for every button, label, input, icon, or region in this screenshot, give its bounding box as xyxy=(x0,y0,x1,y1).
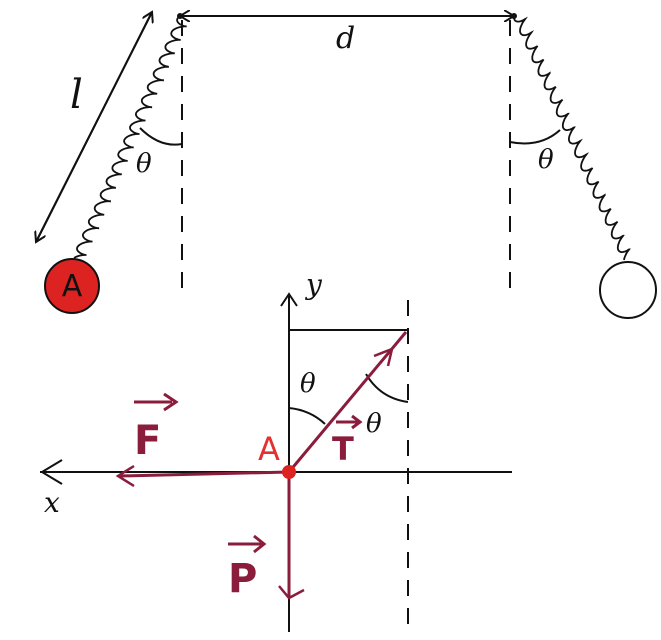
x-axis-arrowhead xyxy=(40,459,63,485)
theta-label-diagram-1: θ xyxy=(300,369,316,399)
y-axis-label: y xyxy=(304,268,323,301)
left-theta-label: θ xyxy=(136,149,152,179)
rightSpring-coil xyxy=(512,15,631,261)
tension-label-group: T xyxy=(332,414,363,468)
tension-arrowhead xyxy=(373,346,394,367)
force-f-vector xyxy=(119,470,290,478)
distance-label: d xyxy=(336,21,355,56)
ball-a: A xyxy=(44,258,100,314)
ball-a-label: A xyxy=(62,269,83,304)
theta-label-diagram-2: θ xyxy=(366,409,382,439)
point-a-label: A xyxy=(258,430,280,468)
force-f-label: F xyxy=(134,418,161,464)
point-a-dot xyxy=(282,465,296,479)
weight-p-label-group: P xyxy=(228,534,267,602)
weight-p-arrowhead xyxy=(278,585,305,600)
force-t-label: T xyxy=(332,430,354,468)
right-theta-label: θ xyxy=(538,145,554,175)
x-axis-label: x xyxy=(44,486,60,519)
distance-d-dimension xyxy=(177,13,517,19)
ball-right xyxy=(599,261,657,319)
theta-arc-dashed xyxy=(365,373,409,403)
force-f-label-group: F xyxy=(134,392,179,464)
theta-arc-y-axis xyxy=(288,407,326,425)
right-spring xyxy=(512,15,631,261)
y-axis-arrowhead xyxy=(280,292,298,307)
right-theta-arc xyxy=(509,129,561,145)
tension-vector xyxy=(287,331,408,473)
force-p-label: P xyxy=(228,556,257,602)
force-f-arrowhead xyxy=(115,464,135,488)
left-theta-arc xyxy=(139,127,183,146)
left-spring xyxy=(73,15,187,259)
length-label: l xyxy=(70,72,83,118)
length-l-dimension xyxy=(36,12,152,242)
leftSpring-coil xyxy=(73,15,187,259)
